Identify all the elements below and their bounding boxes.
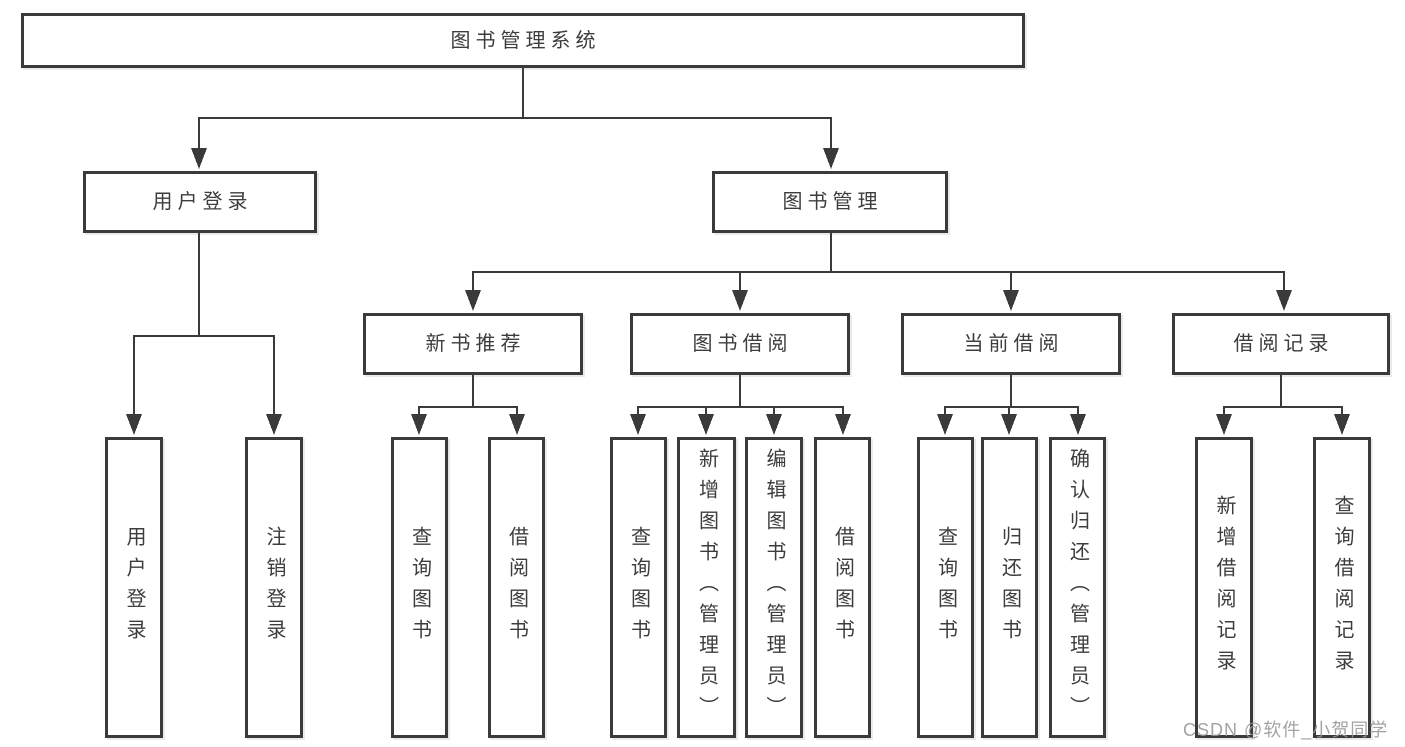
leaf-label: 新增借阅记录 bbox=[1213, 494, 1235, 681]
leaf-logout: 注销登录 bbox=[245, 437, 303, 738]
node-book-management: 图书管理 bbox=[712, 171, 948, 233]
leaf-label: 确认归还（管理员） bbox=[1066, 448, 1089, 727]
leaf-label: 编辑图书（管理员） bbox=[763, 448, 785, 727]
leaf-label: 注销登录 bbox=[263, 525, 285, 650]
leaf-label: 查询借阅记录 bbox=[1331, 494, 1353, 681]
leaf-borrow-books-borrowing: 借阅图书 bbox=[814, 437, 871, 738]
leaf-query-books-recommendation: 查询图书 bbox=[391, 437, 448, 738]
node-library-management-system: 图书管理系统 bbox=[21, 13, 1025, 68]
leaf-label: 查询图书 bbox=[627, 525, 650, 650]
leaf-return-book: 归还图书 bbox=[981, 437, 1038, 738]
node-label: 图书管理系统 bbox=[450, 29, 601, 52]
leaf-edit-book-admin: 编辑图书（管理员） bbox=[745, 437, 803, 738]
leaf-add-borrow-record: 新增借阅记录 bbox=[1195, 437, 1253, 738]
leaf-query-borrow-record: 查询借阅记录 bbox=[1313, 437, 1371, 738]
node-label: 图书管理 bbox=[782, 191, 883, 213]
node-user-login: 用户登录 bbox=[83, 171, 317, 233]
leaf-user-login: 用户登录 bbox=[105, 437, 163, 738]
node-borrowing-records: 借阅记录 bbox=[1172, 313, 1390, 375]
node-new-book-recommendation: 新书推荐 bbox=[363, 313, 583, 375]
leaf-label: 归还图书 bbox=[998, 525, 1021, 650]
leaf-borrow-books-recommendation: 借阅图书 bbox=[488, 437, 545, 738]
watermark: CSDN @软件_小贺同学 bbox=[1183, 720, 1389, 740]
leaf-label: 借阅图书 bbox=[831, 525, 854, 650]
node-book-borrowing: 图书借阅 bbox=[630, 313, 850, 375]
leaf-query-books-borrowing: 查询图书 bbox=[610, 437, 667, 738]
leaf-confirm-return-admin: 确认归还（管理员） bbox=[1049, 437, 1106, 738]
leaf-add-book-admin: 新增图书（管理员） bbox=[677, 437, 736, 738]
leaf-label: 借阅图书 bbox=[505, 525, 528, 650]
leaf-label: 新增图书（管理员） bbox=[695, 448, 718, 727]
node-label: 新书推荐 bbox=[425, 333, 526, 355]
node-label: 图书借阅 bbox=[692, 333, 793, 355]
node-current-borrowing: 当前借阅 bbox=[901, 313, 1121, 375]
leaf-query-books-current: 查询图书 bbox=[917, 437, 974, 738]
leaf-label: 查询图书 bbox=[934, 525, 957, 650]
node-label: 当前借阅 bbox=[963, 333, 1064, 355]
node-label: 用户登录 bbox=[152, 191, 253, 213]
leaf-label: 查询图书 bbox=[408, 525, 431, 650]
node-label: 借阅记录 bbox=[1233, 333, 1334, 355]
leaf-label: 用户登录 bbox=[123, 525, 145, 650]
